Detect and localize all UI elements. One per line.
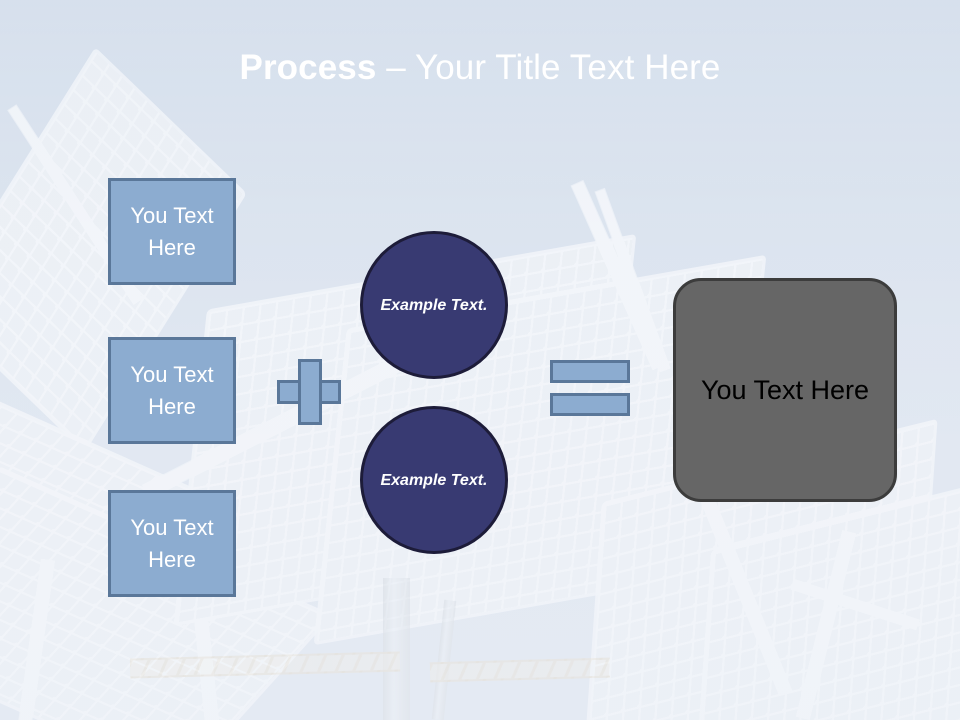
input-box-3[interactable]: You Text Here [108,490,236,597]
page-title: Process – Your Title Text Here [0,46,960,90]
result-box[interactable]: You Text Here [673,278,897,502]
page-title-rest: – Your Title Text Here [376,48,721,87]
plus-icon-right-cap [338,380,341,404]
plus-icon [277,359,341,425]
input-box-2-label: You Text Here [130,361,214,419]
example-circle-1-label: Example Text. [380,296,488,314]
plus-icon-vertical-bar [298,359,322,425]
input-box-1[interactable]: You Text Here [108,178,236,285]
result-box-label: You Text Here [700,374,870,405]
equals-icon-bottom-bar [550,393,630,416]
example-circle-1[interactable]: Example Text. [360,231,508,379]
example-circle-2-label: Example Text. [380,471,488,489]
example-circle-2[interactable]: Example Text. [360,406,508,554]
plus-icon-bottom-cap [298,422,322,425]
plus-icon-left-cap [277,380,280,404]
equals-icon [550,360,630,416]
page-title-bold: Process [239,48,377,87]
input-box-3-label: You Text Here [130,514,214,572]
input-box-2[interactable]: You Text Here [108,337,236,444]
equals-icon-top-bar [550,360,630,383]
input-box-1-label: You Text Here [130,202,214,260]
plus-icon-top-cap [298,359,322,362]
